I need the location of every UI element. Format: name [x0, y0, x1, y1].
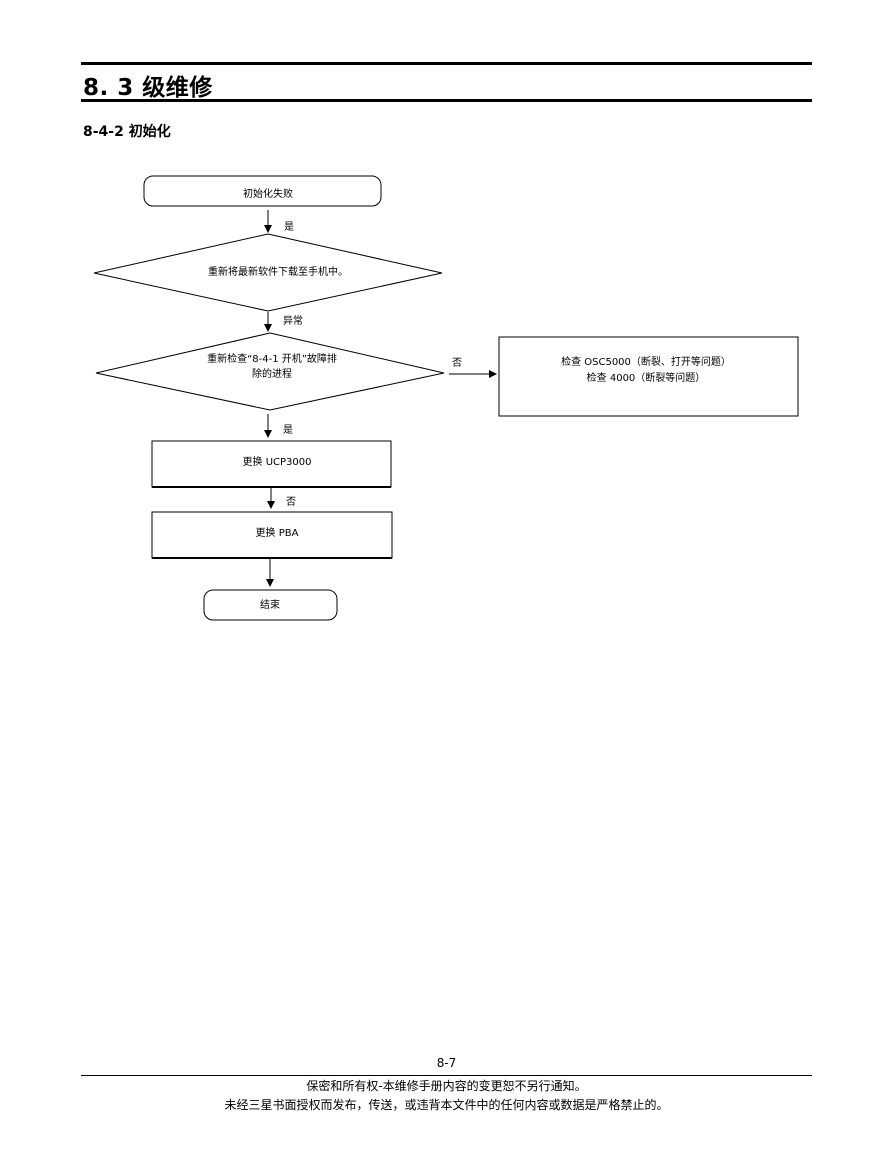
side-process-label-line2: 检查 4000（断裂等问题） [587, 371, 706, 384]
check-decision [95, 332, 445, 411]
start-terminator [143, 175, 382, 207]
footer-confidentiality-line: 保密和所有权-本维修手册内容的变更恕不另行通知。 [306, 1079, 587, 1093]
edge-label-yes-1: 是 [284, 221, 294, 233]
header-bottom-rule [81, 99, 812, 102]
end-terminator-label: 结束 [260, 598, 280, 611]
check-decision-label-line2: 除的进程 [252, 367, 292, 380]
download-decision-label: 重新将最新软件下载至手机中。 [208, 265, 348, 278]
replace-ucp-label: 更换 UCP3000 [243, 455, 312, 468]
edge-label-no-2: 否 [286, 496, 296, 508]
edge-label-yes-2: 是 [283, 424, 293, 436]
edge-label-abnormal: 异常 [283, 314, 303, 327]
replace-ucp-box [151, 440, 392, 488]
footer-rule [81, 1075, 812, 1076]
side-process-box [498, 336, 799, 417]
replace-pba-label: 更换 PBA [256, 526, 299, 539]
footer-copyright-line: 未经三星书面授权而发布，传送，或违背本文件中的任何内容或数据是严格禁止的。 [224, 1098, 669, 1112]
section-title: 8. 3 级维修 [83, 75, 213, 101]
start-terminator-label: 初始化失败 [243, 187, 293, 200]
header-top-rule [81, 62, 812, 65]
edge-label-no-1: 否 [452, 357, 462, 369]
end-terminator [203, 589, 338, 621]
replace-pba-box [151, 511, 393, 559]
check-decision-label-line1: 重新检查“8-4-1 开机”故障排 [207, 352, 337, 365]
side-process-label-line1: 检查 OSC5000（断裂、打开等问题） [561, 355, 731, 368]
page-number: 8-7 [436, 1056, 457, 1070]
download-decision [93, 233, 443, 312]
subsection-title: 8-4-2 初始化 [83, 124, 171, 140]
